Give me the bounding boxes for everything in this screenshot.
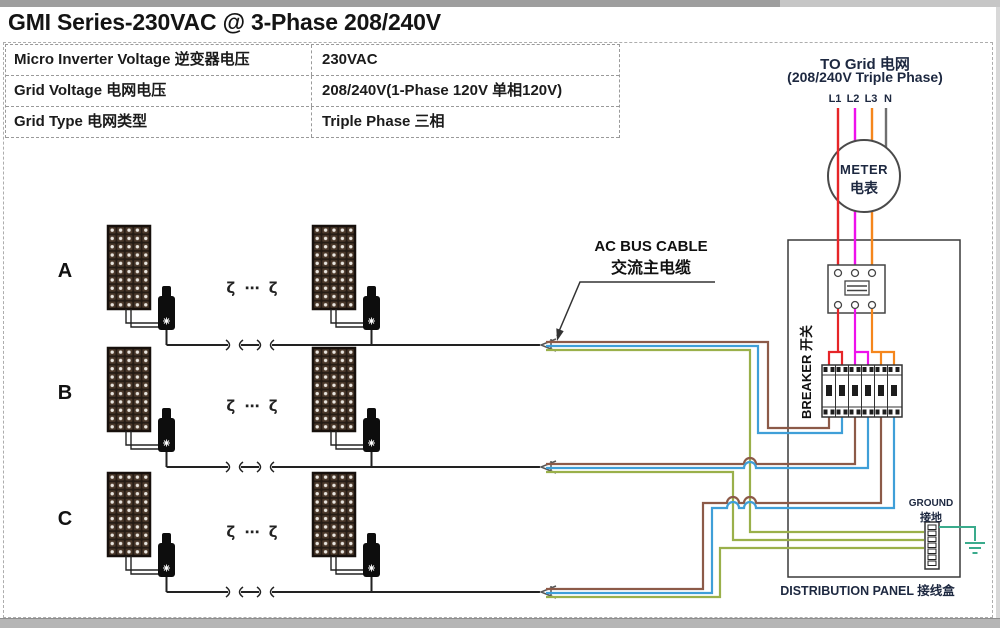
phase-label-n: N [884,93,892,105]
wire-green-a [546,348,924,534]
wire-green-b [546,470,924,542]
main-breaker [827,264,886,314]
wire-brown-a [546,340,831,430]
to-grid-label: TO Grid 电网 [820,56,910,73]
solar-panel-inverter-c1 [106,471,177,594]
spec-label-grid-type: Grid Type 电网类型 [14,113,148,130]
table-row: Micro Inverter Voltage 逆变器电压 230VAC [6,45,619,76]
wire-brown-c [546,417,883,591]
repeat-symbol-row-b: ζ ⋯ ζ [226,397,280,415]
array-row-label-c: C [57,508,73,530]
solar-panel-inverter-a2 [311,224,382,347]
ground-terminal-block [924,521,940,570]
ac-bus-leader-arrow [556,281,715,341]
table-row: Grid Voltage 电网电压 208/240V(1-Phase 120V … [6,76,619,107]
phase-label-l2: L2 [846,93,860,105]
bridge-l1 [827,309,844,365]
meter-circle [827,139,901,213]
wire-green-c [546,546,924,599]
table-row: Grid Type 电网类型 Triple Phase 三相 [6,107,619,138]
distribution-panel-label: DISTRIBUTION PANEL 接线盒 [780,584,955,598]
ac-bus-cable-sublabel: 交流主电缆 [610,260,691,277]
solar-panel-inverter-b1 [106,346,177,469]
window-top-strip [0,0,1000,7]
spec-label-grid-voltage: Grid Voltage 电网电压 [14,82,167,99]
ground-sublabel: 接地 [920,512,942,524]
page-title: GMI Series-230VAC @ 3-Phase 208/240V [8,9,441,35]
ac-bus-cable-label: AC BUS CABLE [594,238,708,255]
repeat-symbol-row-a: ζ ⋯ ζ [226,279,280,297]
meter-sublabel: 电表 [850,180,878,196]
wire-blue-c [546,417,896,595]
bridge-l2 [853,309,870,365]
wire-brown-b [546,417,857,466]
repeat-symbol-row-c: ζ ⋯ ζ [226,523,280,541]
ac-bus-wiring [546,340,924,599]
trunk-bus-lines [166,339,540,598]
spec-label-micro-inverter-voltage: Micro Inverter Voltage 逆变器电压 [14,51,250,68]
spec-value-grid-voltage: 208/240V(1-Phase 120V 单相120V) [311,76,619,106]
window-bottom-strip [0,618,1000,628]
earth-ground-symbol [939,526,985,554]
wire-blue-b [546,417,870,470]
phase-label-l1: L1 [828,93,842,105]
solar-panel-inverter-b2 [311,346,382,469]
phase-label-l3: L3 [864,93,878,105]
spec-value-grid-type: Triple Phase 三相 [311,107,619,137]
meter-label: METER [840,162,888,177]
breaker-label: BREAKER 开关 [799,325,814,419]
branch-breaker-bank [821,364,903,418]
spec-value-micro-inverter-voltage: 230VAC [311,45,619,75]
page-dashed-border [3,42,993,618]
array-row-label-a: A [57,260,73,282]
distribution-panel-box [787,239,961,578]
window-right-strip [996,0,1000,627]
solar-panel-inverter-a1 [106,224,177,347]
array-row-label-b: B [57,382,73,404]
breaker-feed-bridges [827,309,896,365]
solar-panel-inverter-c2 [311,471,382,594]
wire-blue-a [546,344,844,435]
bridge-l3 [870,309,896,365]
ground-label: GROUND [908,498,954,509]
spec-table: Micro Inverter Voltage 逆变器电压 230VAC Grid… [5,44,620,138]
to-grid-sublabel: (208/240V Triple Phase) [787,69,943,85]
